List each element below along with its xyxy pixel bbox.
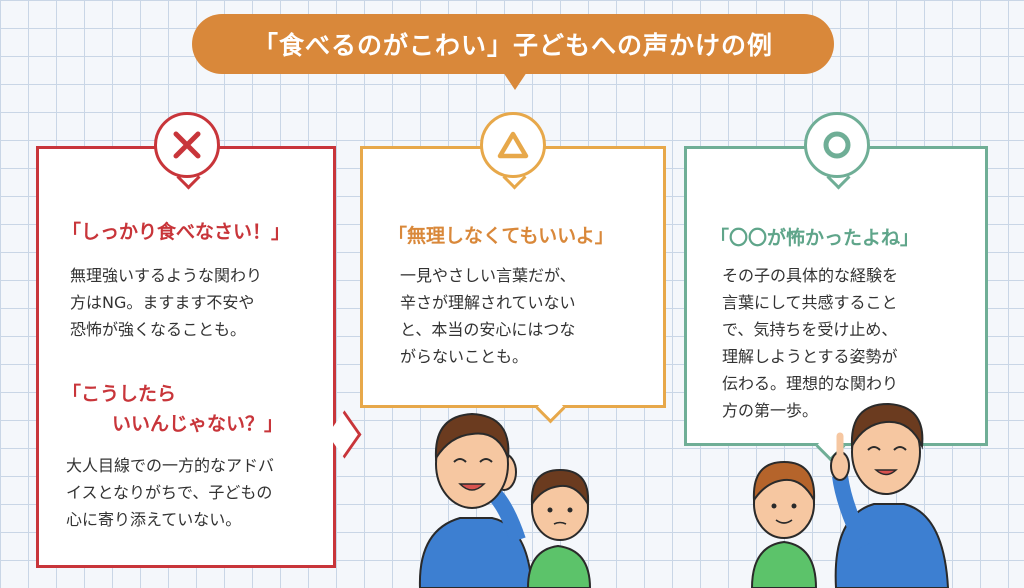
title-banner: 「食べるのがこわい」子どもへの声かけの例 bbox=[192, 14, 834, 74]
bad-heading-2-line1: 「こうしたら bbox=[62, 383, 177, 405]
good-body-line: 方の第一歩。 bbox=[722, 401, 819, 420]
page-title: 「食べるのがこわい」子どもへの声かけの例 bbox=[252, 31, 773, 60]
badge-good bbox=[804, 112, 870, 178]
adult-waving-child-illustration bbox=[418, 412, 592, 588]
good-heading: 「〇〇が怖かったよね」 bbox=[710, 227, 920, 249]
good-body-line: 言葉にして共感すること bbox=[722, 293, 898, 312]
bad-body-1-line: 方はNG。ますます不安や bbox=[70, 293, 255, 312]
bad-body-2-line: イスとなりがちで、子どもの bbox=[66, 483, 273, 502]
cross-icon bbox=[173, 131, 201, 159]
bad-body-2-line: 大人目線での一方的なアドバ bbox=[66, 456, 275, 475]
child-adult-pointing-illustration bbox=[750, 402, 950, 588]
mid-body-line: と、本当の安心にはつな bbox=[400, 320, 576, 339]
mid-body: 一見やさしい言葉だが、 辛さが理解されていない と、本当の安心にはつな がらない… bbox=[400, 262, 576, 370]
badge-mid bbox=[480, 112, 546, 178]
mid-body-line: 辛さが理解されていない bbox=[400, 293, 576, 312]
badge-bad bbox=[154, 112, 220, 178]
mid-heading: 「無理しなくてもいいよ」 bbox=[388, 225, 614, 247]
bad-body-1: 無理強いするような関わり 方はNG。ますます不安や 恐怖が強くなることも。 bbox=[70, 262, 262, 343]
mid-body-line: 一見やさしい言葉だが、 bbox=[400, 266, 576, 285]
good-body-line: その子の具体的な経験を bbox=[722, 266, 899, 285]
good-body-line: 伝わる。理想的な関わり bbox=[722, 374, 899, 393]
card-bad bbox=[36, 146, 336, 568]
circle-icon bbox=[823, 131, 851, 159]
card-mid bbox=[360, 146, 666, 408]
bad-body-1-line: 恐怖が強くなることも。 bbox=[70, 320, 247, 339]
title-banner-tail bbox=[503, 72, 527, 90]
mid-body-line: がらないことも。 bbox=[400, 347, 529, 366]
good-body-line: で、気持ちを受け止め、 bbox=[722, 320, 898, 339]
bad-body-2-line: 心に寄り添えていない。 bbox=[66, 510, 242, 529]
bad-heading-1: 「しっかり食べなさい！」 bbox=[62, 221, 291, 243]
bad-body-2: 大人目線での一方的なアドバ イスとなりがちで、子どもの 心に寄り添えていない。 bbox=[66, 452, 274, 533]
bad-body-1-line: 無理強いするような関わり bbox=[70, 266, 263, 285]
good-body: その子の具体的な経験を 言葉にして共感すること で、気持ちを受け止め、 理解しよ… bbox=[722, 262, 898, 424]
triangle-icon bbox=[497, 131, 529, 159]
good-body-line: 理解しようとする姿勢が bbox=[722, 347, 898, 366]
bad-heading-2-line2: いいんじゃない？」 bbox=[112, 413, 284, 435]
